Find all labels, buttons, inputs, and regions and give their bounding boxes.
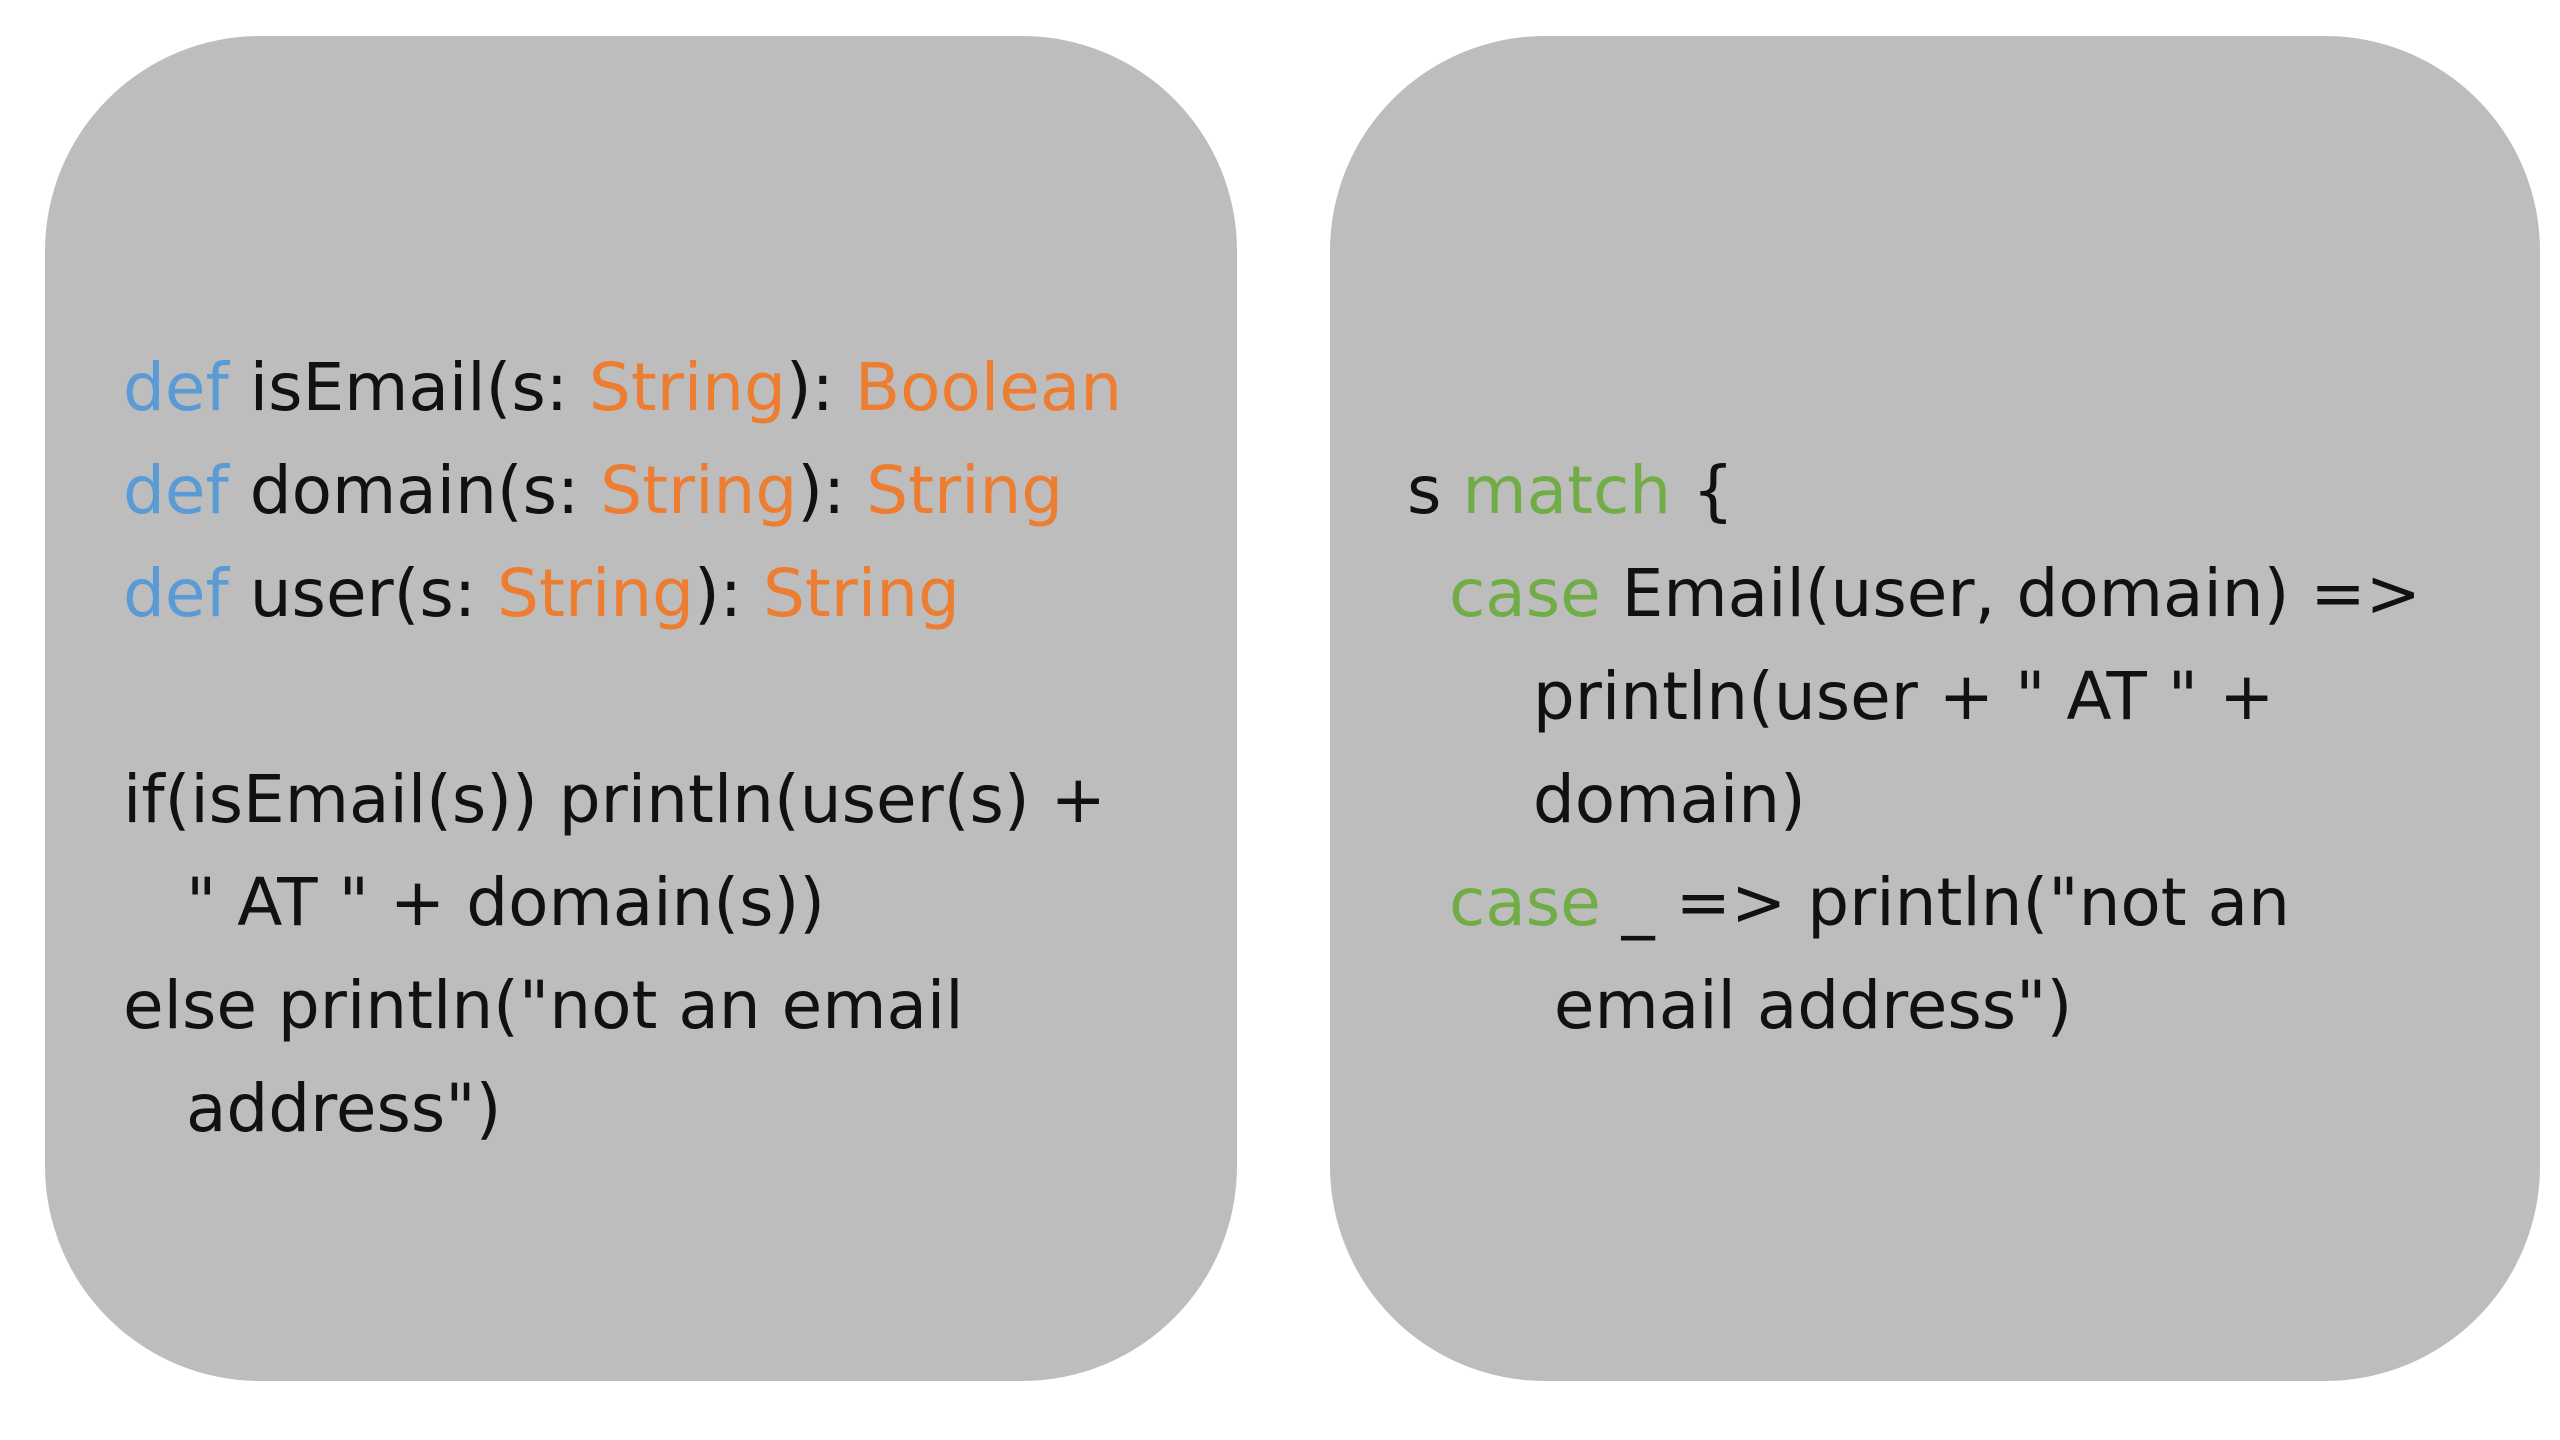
left-code-line: address") — [123, 1057, 1122, 1160]
code-token-plain: " AT " + domain(s)) — [123, 864, 826, 941]
code-token-plain: user(s: — [228, 555, 498, 632]
code-token-plain: s — [1407, 452, 1463, 529]
left-code-line: def domain(s: String): String — [123, 439, 1122, 542]
right-code-line: s match { — [1407, 439, 2421, 542]
right-code-line: email address") — [1407, 954, 2421, 1057]
code-token-plain: _ => println("not an — [1600, 864, 2290, 941]
code-token-type: Boolean — [854, 349, 1123, 426]
code-token-plain: println(user + " AT " + — [1407, 658, 2275, 735]
code-token-plain: Email(user, domain) => — [1600, 555, 2421, 632]
code-token-plain: ): — [694, 555, 763, 632]
code-token-plain — [1407, 864, 1449, 941]
right-code-panel: s match { case Email(user, domain) => pr… — [1330, 36, 2540, 1381]
right-code-block: s match { case Email(user, domain) => pr… — [1407, 439, 2421, 1057]
code-token-plain: address") — [123, 1070, 502, 1147]
left-code-line: def user(s: String): String — [123, 542, 1122, 645]
left-code-line: else println("not an email — [123, 954, 1122, 1057]
code-token-type: String — [497, 555, 695, 632]
code-token-plain: email address") — [1407, 967, 2073, 1044]
code-token-plain: else println("not an email — [123, 967, 964, 1044]
code-token-plain: domain(s: — [228, 452, 601, 529]
code-token-type: String — [866, 452, 1064, 529]
left-code-line: def isEmail(s: String): Boolean — [123, 336, 1122, 439]
right-code-line: case Email(user, domain) => — [1407, 542, 2421, 645]
code-token-plain: if(isEmail(s)) println(user(s) + — [123, 761, 1106, 838]
code-token-type: String — [762, 555, 960, 632]
code-token-keyword-def: def — [123, 349, 229, 426]
code-token-keyword-def: def — [123, 452, 229, 529]
code-token-plain: isEmail(s: — [228, 349, 589, 426]
code-token-plain — [1407, 555, 1449, 632]
code-token-type: String — [600, 452, 798, 529]
code-token-keyword-def: def — [123, 555, 229, 632]
right-code-line: println(user + " AT " + — [1407, 645, 2421, 748]
code-token-keyword-match: case — [1448, 555, 1601, 632]
left-code-line — [123, 645, 1122, 748]
right-code-line: case _ => println("not an — [1407, 851, 2421, 954]
code-token-plain: domain) — [1407, 761, 1806, 838]
code-token-keyword-match: case — [1448, 864, 1601, 941]
right-code-line: domain) — [1407, 748, 2421, 851]
code-token-type: String — [588, 349, 786, 426]
left-code-line: if(isEmail(s)) println(user(s) + — [123, 748, 1122, 851]
left-code-line: " AT " + domain(s)) — [123, 851, 1122, 954]
code-token-plain: ): — [785, 349, 855, 426]
code-token-plain: ): — [797, 452, 867, 529]
code-token-plain: { — [1671, 452, 1735, 529]
code-token-keyword-match: match — [1462, 452, 1672, 529]
